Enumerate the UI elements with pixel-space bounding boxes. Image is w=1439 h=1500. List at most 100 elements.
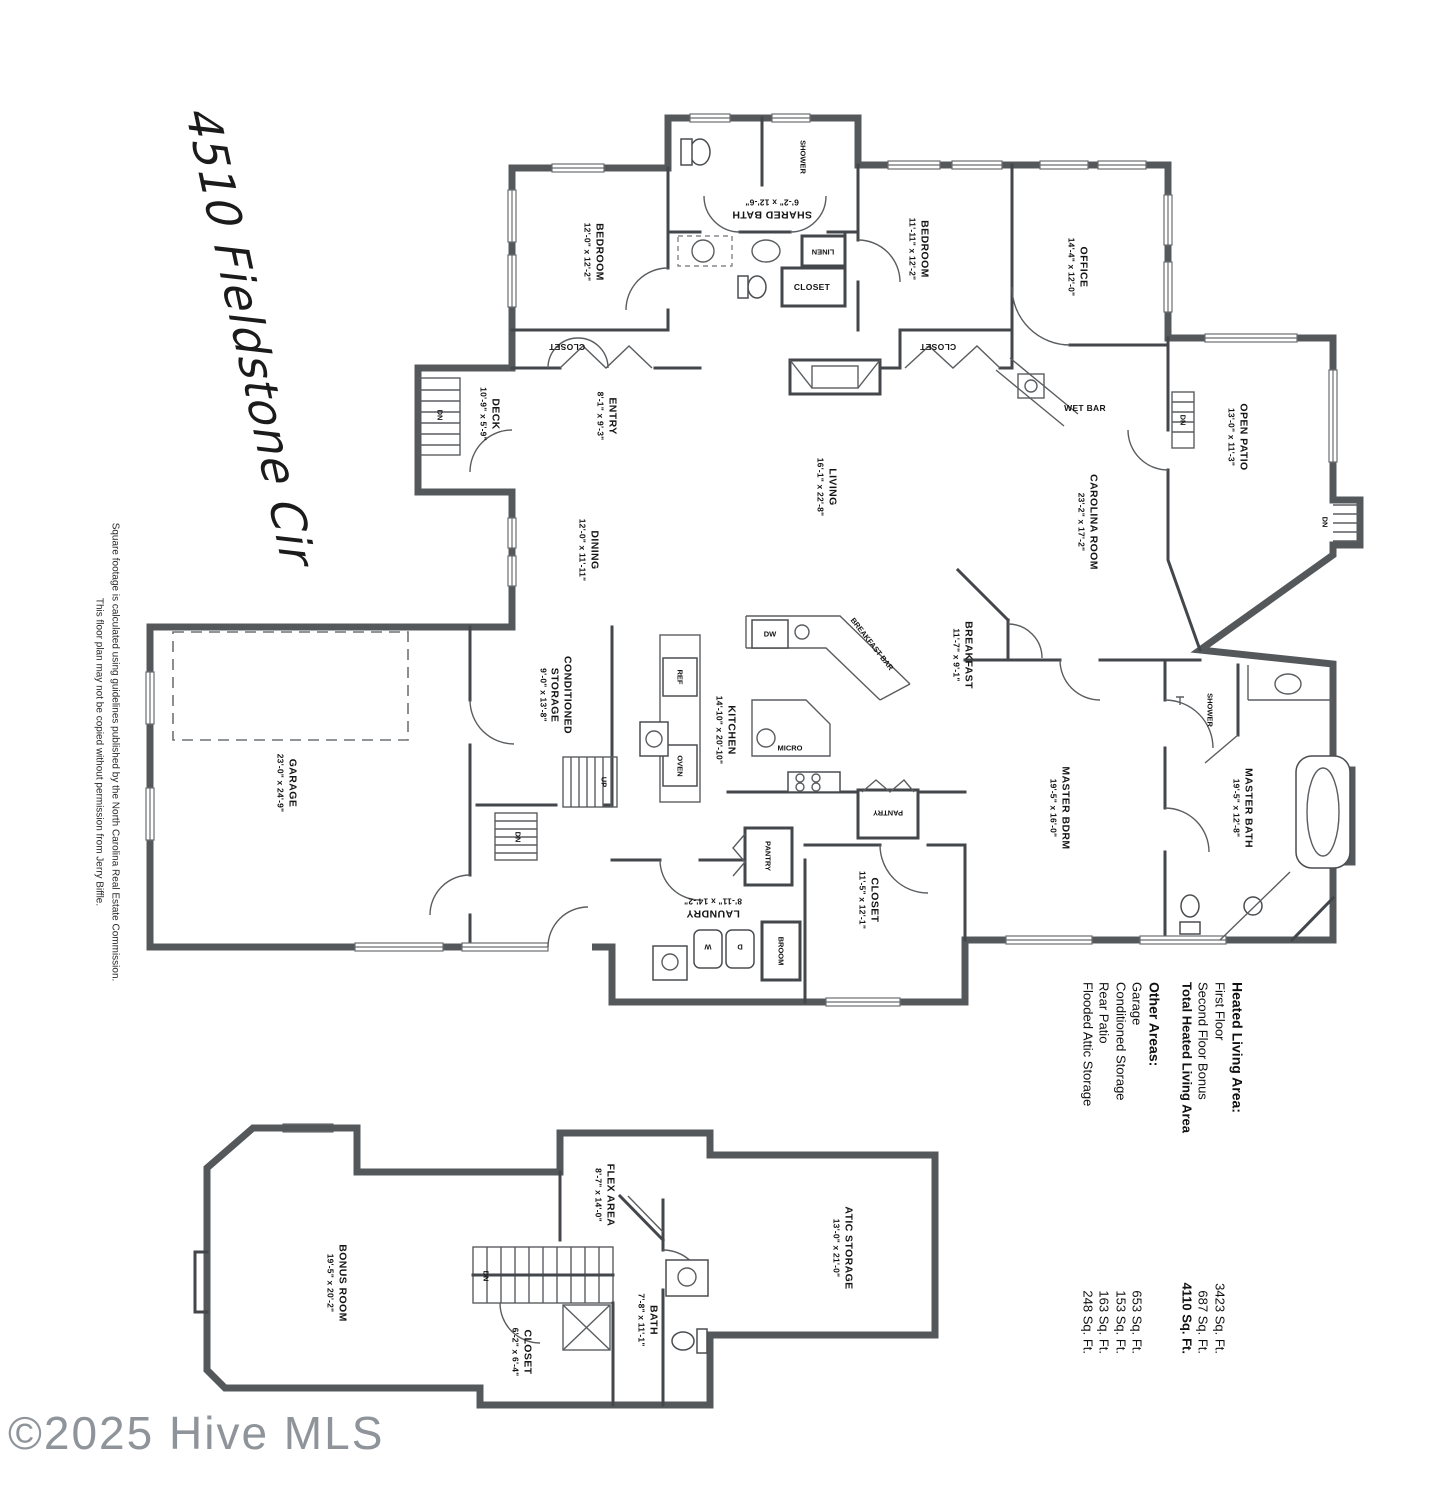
label-dn-deck: DN [435, 409, 445, 421]
bath2-toilet [671, 1331, 695, 1351]
deck-door-gap [505, 428, 519, 474]
first-floor-exterior-walls [146, 114, 1364, 1006]
label-dw: DW [763, 629, 777, 639]
label-pantry-hall: PANTRY [763, 841, 773, 871]
disclaimer-line-1: Square footage is calculated using guide… [109, 522, 121, 982]
vanity-sink1 [691, 239, 715, 263]
kitchen-counter [659, 634, 701, 803]
patio-steps-right [1333, 504, 1360, 542]
kitchen-island [751, 699, 831, 757]
label-wet-bar: WET BAR [1064, 402, 1106, 413]
label-linen: LINEN [811, 247, 835, 257]
garage-attic-outline [172, 631, 409, 741]
label-ref: REF [675, 669, 685, 685]
wet-bar-sink-box [1017, 373, 1045, 399]
cooktop-circle [756, 728, 776, 748]
door-swings [429, 195, 1214, 948]
vanity-sink2 [751, 239, 781, 263]
other-areas-heading: Other Areas: [1146, 982, 1163, 1067]
label-broom: BROOM [776, 936, 786, 966]
fireplace-box [811, 365, 859, 389]
label-up: UP [599, 776, 609, 788]
shower-head [1176, 696, 1184, 705]
label-dryer: D [737, 942, 743, 952]
bar-sink [794, 624, 810, 640]
master-sink1 [1274, 673, 1302, 695]
dryer [725, 929, 755, 969]
label-closet-right: CLOSET [919, 342, 957, 353]
washer [693, 929, 723, 969]
disclaimer: Square footage is calculated using guide… [92, 472, 123, 1032]
first-floor-interior-walls [468, 116, 1336, 1004]
master-sink2 [1243, 896, 1263, 916]
deck-steps [417, 377, 461, 456]
stairs-down-garage [494, 812, 538, 861]
label-dn-bonus: DN [481, 1270, 491, 1282]
disclaimer-line-2: This floor plan may not be copied withou… [94, 597, 105, 907]
label-pantry-kitchen: PANTRY [873, 808, 903, 818]
attic-access-box [562, 1304, 611, 1351]
label-dn-stairs: DN [513, 831, 523, 843]
second-floor-interior-walls [558, 1170, 666, 1407]
kitchen-sink-bowl [645, 730, 663, 748]
label-dn-patio: DN [1178, 414, 1188, 426]
shower-entry [1204, 734, 1239, 764]
corner-counter [1219, 871, 1291, 941]
patio-stoop [1171, 391, 1195, 449]
label-micro: MICRO [777, 743, 803, 753]
label-closet-left: CLOSET [548, 342, 586, 353]
mls-watermark: ©2025 Hive MLS [8, 1407, 385, 1459]
master-tub [1295, 755, 1351, 869]
refrigerator [662, 657, 698, 697]
window-marks [145, 113, 1338, 1133]
label-washer: W [704, 942, 712, 952]
master-toilet [1180, 894, 1200, 918]
second-floor-exterior-walls [203, 1124, 939, 1409]
breakfast-bar-counter [745, 615, 911, 701]
stairs-up [562, 756, 618, 808]
back-door-gap [546, 940, 592, 954]
label-shower-shared: SHOWER [798, 140, 808, 174]
kitchen-sink [639, 721, 669, 757]
vanity-counter [677, 235, 733, 267]
laundry-sink [652, 945, 688, 981]
bath2-vanity [665, 1259, 709, 1297]
label-dn-patio-steps: DN [1320, 516, 1330, 528]
label-closet-hall: CLOSET [793, 281, 831, 292]
master-vanity [1247, 665, 1333, 701]
dishwasher [751, 619, 789, 649]
label-shower-master: SHOWER [1205, 693, 1215, 727]
toilet-bath2 [747, 275, 767, 299]
